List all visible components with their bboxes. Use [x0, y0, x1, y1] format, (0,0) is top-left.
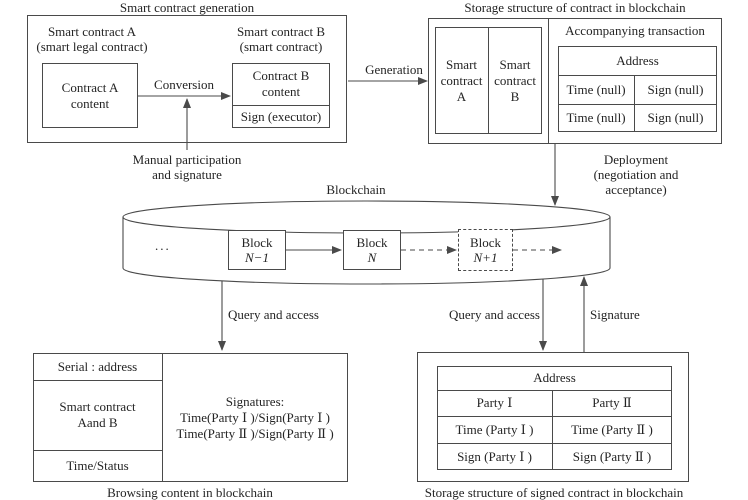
- query-access-left-label: Query and access: [228, 307, 319, 322]
- block-n-minus-1-number: N−1: [245, 250, 269, 265]
- browse-table-vline: [162, 353, 163, 482]
- deployment-label: Deployment (negotiation and acceptance): [593, 152, 679, 197]
- conversion-label: Conversion: [154, 77, 214, 92]
- block-n-minus-1: Block N−1: [228, 230, 286, 270]
- browse-table: [33, 353, 348, 482]
- block-n-plus-1-number: N+1: [473, 250, 498, 265]
- time-status-cell: Time/Status: [66, 458, 129, 473]
- manual-participation-label: Manual participation and signature: [132, 152, 242, 182]
- blockchain-label: Blockchain: [326, 182, 386, 197]
- contract-a-box: [42, 63, 138, 128]
- storage-section-title: Storage structure of contract in blockch…: [464, 0, 686, 15]
- contract-b-content-cell: Contract B content: [252, 68, 310, 99]
- browse-caption: Browsing content in blockchain: [107, 485, 273, 500]
- signature-label: Signature: [590, 307, 640, 322]
- address-table-vline: [634, 75, 635, 132]
- block-n-plus-1: Block N+1: [458, 229, 513, 271]
- signed-address-header: Address: [533, 370, 576, 385]
- browse-table-hline-1: [33, 380, 162, 381]
- query-access-right-label: Query and access: [449, 307, 540, 322]
- signed-caption: Storage structure of signed contract in …: [424, 485, 684, 500]
- signed-table-vline: [552, 390, 553, 470]
- generation-section-title: Smart contract generation: [119, 0, 255, 15]
- block-n-minus-1-word: Block: [241, 235, 273, 250]
- block-n-number: N: [367, 250, 377, 265]
- stored-contract-b-cell: Smart contract B: [494, 56, 536, 104]
- contract-b-label: Smart contract B (smart contract): [236, 24, 326, 54]
- contract-b-sign-cell: Sign (executor): [240, 108, 322, 124]
- generation-arrow-label: Generation: [365, 62, 423, 77]
- signatures-cell: Signatures: Time(Party Ⅰ )/Sign(Party Ⅰ …: [176, 393, 334, 441]
- accompanying-transaction-label: Accompanying transaction: [565, 23, 705, 38]
- storage-outer-box: [428, 18, 722, 144]
- time-party-2-cell: Time (Party Ⅱ ): [571, 421, 653, 437]
- block-n-word: Block: [356, 235, 388, 250]
- time-null-cell-2: Time (null): [566, 110, 626, 125]
- stored-contracts-divider: [488, 27, 489, 134]
- accompanying-address-table: [558, 46, 717, 132]
- signed-table-hline-3: [437, 443, 672, 444]
- browse-table-hline-2: [33, 450, 162, 451]
- smart-contract-ab-cell: Smart contract Aand B: [59, 399, 136, 430]
- signed-address-table: [437, 366, 672, 470]
- contract-a-content: Contract A content: [61, 79, 119, 111]
- party-2-cell: Party Ⅱ: [592, 395, 632, 410]
- sign-party-1-cell: Sign (Party Ⅰ ): [457, 448, 532, 464]
- blockchain-cylinder-top: [122, 200, 611, 234]
- party-1-cell: Party Ⅰ: [476, 395, 513, 410]
- generation-outer-box: [27, 15, 347, 143]
- sign-party-2-cell: Sign (Party Ⅱ ): [572, 448, 652, 464]
- address-table-hline-2: [558, 104, 717, 105]
- signed-outer-box: [417, 352, 689, 482]
- contract-b-box: [232, 63, 330, 128]
- blockchain-ellipsis: ...: [155, 238, 171, 253]
- address-table-hline-1: [558, 75, 717, 76]
- sign-null-cell-2: Sign (null): [647, 110, 704, 125]
- block-n-plus-1-word: Block: [469, 235, 502, 250]
- serial-address-cell: Serial : address: [57, 358, 138, 374]
- time-null-cell-1: Time (null): [566, 81, 626, 97]
- stored-contract-a-cell: Smart contract A: [440, 56, 483, 104]
- signed-table-hline-2: [437, 416, 672, 417]
- time-party-1-cell: Time (Party Ⅰ ): [455, 421, 534, 437]
- storage-compartment-divider: [548, 18, 549, 144]
- signed-table-hline-1: [437, 390, 672, 391]
- contract-a-label: Smart contract A (smart legal contract): [36, 24, 148, 54]
- contract-b-divider: [232, 105, 330, 106]
- sign-null-cell-1: Sign (null): [647, 81, 704, 97]
- block-n: Block N: [343, 230, 401, 270]
- address-header-cell: Address: [616, 52, 659, 68]
